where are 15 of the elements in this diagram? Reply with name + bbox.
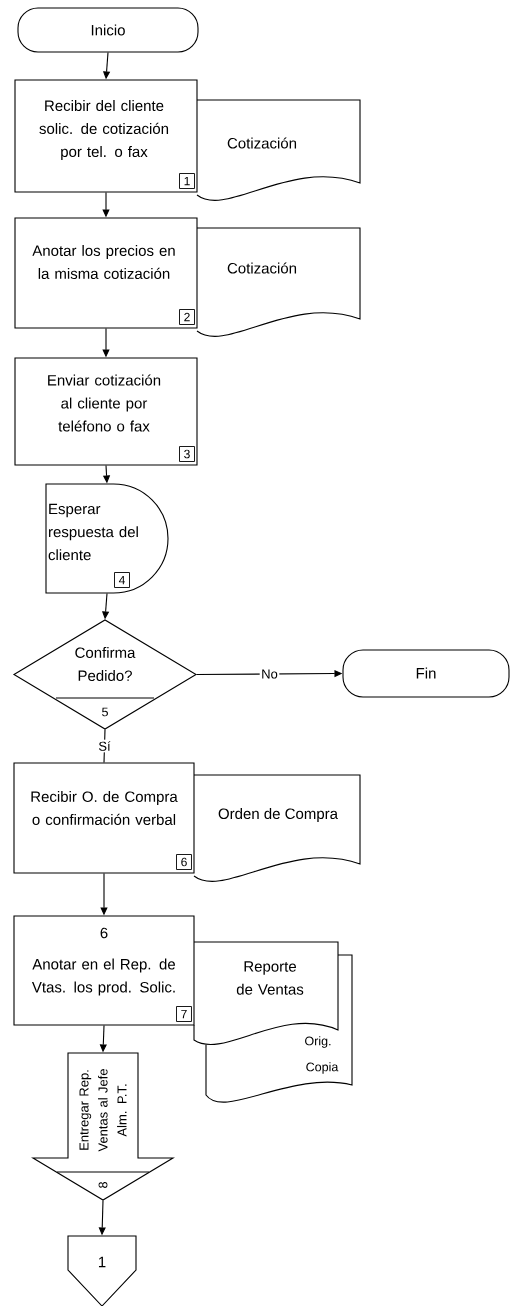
process-box: 6 Anotar en el Rep. de Vtas. los prod. Solic. 7: [13, 915, 195, 1026]
process-box: Enviar cotización al cliente por teléfono o fax 3: [14, 357, 198, 466]
process-box: Anotar los precios en la misma cotización 2: [14, 217, 198, 329]
step-number: 4: [114, 572, 130, 588]
step-number: 1: [179, 173, 195, 189]
step-number: 6: [176, 854, 192, 870]
edge-label: Sí: [96, 739, 113, 753]
off-page-connector: 1: [67, 1235, 137, 1306]
step-number: 2: [179, 309, 195, 325]
process-box: Recibir del cliente solic. de cotización por tel. o fax 1: [14, 79, 198, 193]
connector-line: [103, 729, 106, 763]
edge-label: No: [259, 667, 280, 681]
step-number: 3: [179, 446, 195, 462]
step-number: 7: [176, 1006, 192, 1022]
process-box: Recibir O. de Compra o confirmación verbal 6: [13, 762, 195, 874]
